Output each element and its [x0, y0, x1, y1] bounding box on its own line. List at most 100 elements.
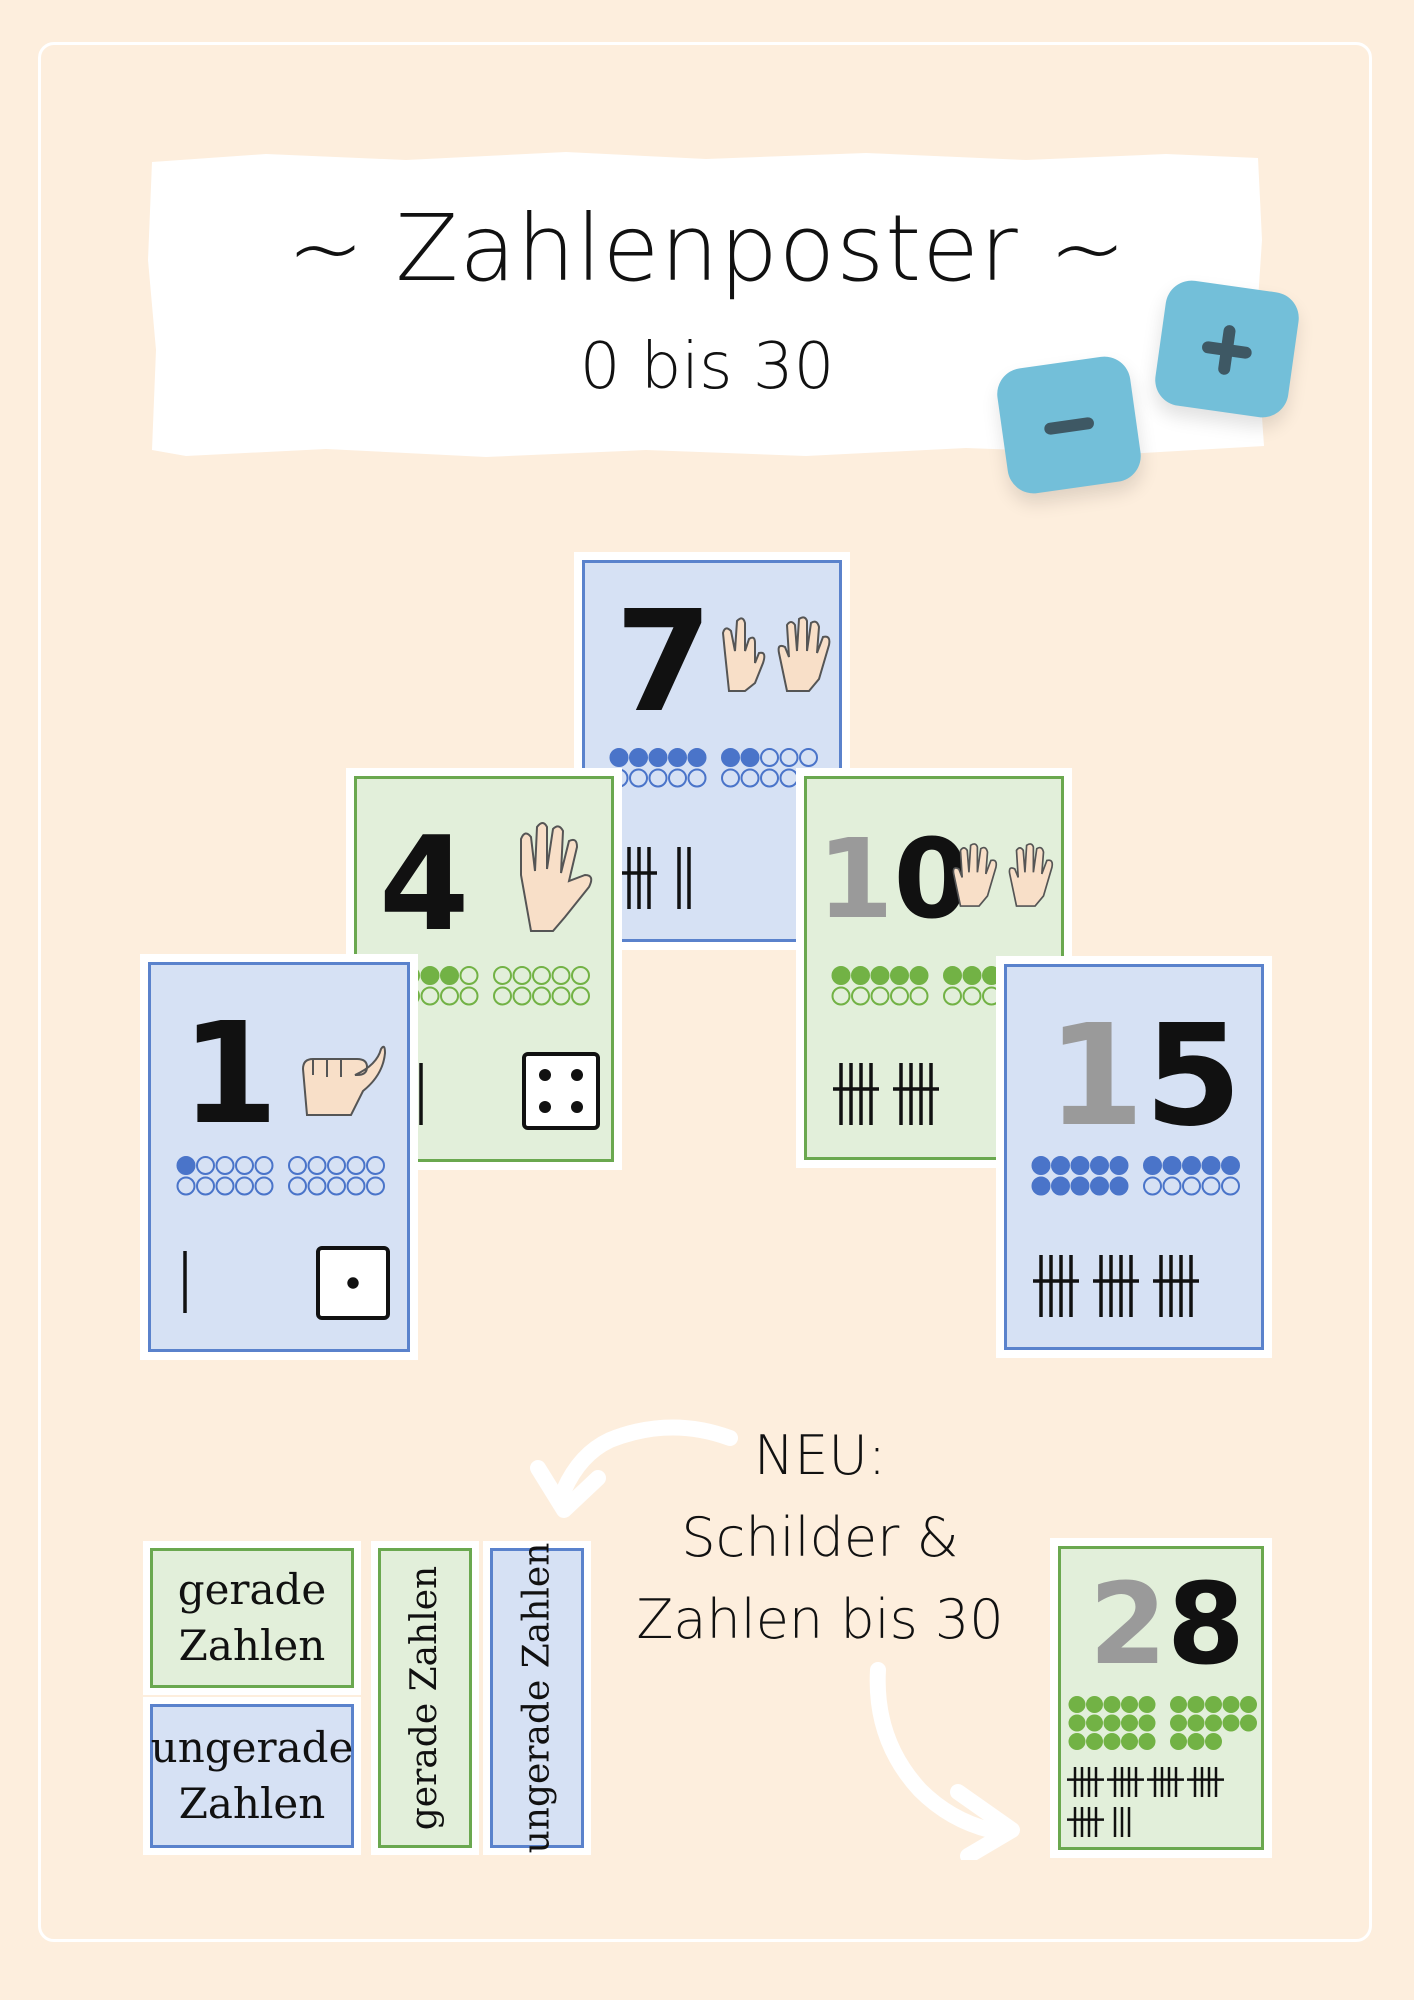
- filled-dot: [1086, 1696, 1103, 1713]
- dice-pip: [347, 1277, 359, 1289]
- number-card-7: 7: [574, 552, 850, 950]
- empty-dot: [571, 966, 590, 985]
- announcement-line1: NEU:: [753, 1424, 887, 1487]
- hand-two-fingers-icon: [721, 617, 766, 692]
- empty-dot: [307, 1176, 327, 1196]
- tally-marks: [833, 1063, 939, 1125]
- filled-dot: [629, 748, 648, 767]
- filled-dot: [1240, 1696, 1257, 1713]
- filled-dot: [1205, 1733, 1222, 1750]
- sign-line: Zahlen: [178, 1779, 326, 1828]
- filled-dot: [1162, 1156, 1182, 1175]
- dot-field: [831, 966, 1040, 1006]
- filled-dot: [1240, 1714, 1257, 1732]
- tally-marks: [1033, 1255, 1199, 1317]
- filled-dot: [943, 966, 962, 985]
- tally-marks: [611, 847, 691, 909]
- filled-dot: [1051, 1156, 1070, 1175]
- minus-tile: [993, 353, 1145, 497]
- empty-dot: [551, 966, 571, 985]
- filled-dot: [982, 966, 1001, 985]
- empty-dot: [760, 748, 779, 767]
- filled-dot: [1205, 1696, 1222, 1713]
- filled-dot: [1222, 1714, 1240, 1732]
- empty-dot: [366, 1176, 385, 1196]
- number-card-15: 15: [996, 956, 1272, 1358]
- filled-dot: [1090, 1156, 1109, 1175]
- filled-dot: [1070, 1156, 1090, 1175]
- empty-dot: [196, 1176, 215, 1196]
- empty-dot: [982, 986, 1001, 1006]
- empty-dot: [687, 768, 707, 788]
- filled-dot: [1170, 1714, 1187, 1732]
- open-hand-left-icon: [952, 843, 998, 907]
- filled-dot: [1138, 1696, 1156, 1713]
- open-hand-icon: [777, 616, 831, 692]
- empty-dot: [215, 1176, 235, 1196]
- tally-marks: [183, 1251, 187, 1313]
- filled-dot: [1143, 1156, 1162, 1175]
- empty-dot: [493, 986, 512, 1006]
- empty-dot: [648, 768, 668, 788]
- filled-dot: [687, 748, 707, 767]
- dice-pip: [571, 1101, 583, 1113]
- even-numbers-vertical-sign: gerade Zahlen: [371, 1541, 479, 1855]
- empty-dot: [532, 986, 551, 1006]
- empty-dot: [346, 1156, 366, 1175]
- filled-dot: [648, 748, 668, 767]
- empty-dot: [571, 986, 590, 1006]
- announcement-line2: Schilder &: [681, 1506, 959, 1569]
- dice-face: [522, 1052, 600, 1130]
- filled-dot: [1103, 1696, 1121, 1713]
- filled-dot: [890, 966, 909, 985]
- empty-dot: [851, 986, 870, 1006]
- empty-dot: [288, 1156, 307, 1175]
- filled-dot: [851, 966, 870, 985]
- title-banner: [148, 152, 1264, 457]
- filled-dot: [909, 966, 929, 985]
- filled-dot: [1031, 1176, 1051, 1196]
- empty-dot: [779, 768, 799, 788]
- empty-dot: [721, 768, 740, 788]
- odd-numbers-vertical-sign: ungerade Zahlen: [483, 1541, 591, 1855]
- empty-dot: [346, 1176, 366, 1196]
- page-title: ~ Zahlenposter ~: [287, 195, 1127, 302]
- tally-marks: [1067, 1767, 1224, 1837]
- empty-dot: [254, 1156, 274, 1175]
- empty-dot: [235, 1156, 254, 1175]
- dot-field: [1068, 1696, 1257, 1750]
- card-number: 4: [379, 808, 470, 960]
- number-card-28: 28: [1050, 1538, 1272, 1858]
- empty-dot: [512, 966, 532, 985]
- empty-dot: [943, 986, 962, 1006]
- filled-dot: [870, 966, 890, 985]
- filled-dot: [962, 966, 982, 985]
- page-subtitle: 0 bis 30: [579, 330, 835, 404]
- filled-dot: [1170, 1733, 1187, 1750]
- filled-dot: [1109, 1156, 1129, 1175]
- dot-field: [609, 748, 818, 788]
- empty-dot: [366, 1156, 385, 1175]
- empty-dot: [1182, 1176, 1201, 1196]
- card-number: 28: [1089, 1560, 1245, 1690]
- dot-field: [1031, 1156, 1240, 1196]
- filled-dot: [1205, 1714, 1222, 1732]
- filled-dot: [420, 966, 440, 985]
- filled-dot: [1086, 1714, 1103, 1732]
- filled-dot: [1222, 1696, 1240, 1713]
- filled-dot: [1090, 1176, 1109, 1196]
- empty-dot: [962, 986, 982, 1006]
- empty-dot: [740, 768, 760, 788]
- sign-line: Zahlen: [178, 1621, 326, 1670]
- card-number: 1: [181, 993, 279, 1156]
- number-card-1: 1: [140, 954, 418, 1360]
- filled-dot: [609, 748, 629, 767]
- empty-dot: [254, 1176, 274, 1196]
- empty-dot: [327, 1176, 346, 1196]
- dice-pip: [539, 1069, 551, 1081]
- filled-dot: [1121, 1733, 1138, 1750]
- empty-dot: [831, 986, 851, 1006]
- filled-dot: [1187, 1733, 1205, 1750]
- curved-arrow-right-icon: [869, 1662, 1020, 1860]
